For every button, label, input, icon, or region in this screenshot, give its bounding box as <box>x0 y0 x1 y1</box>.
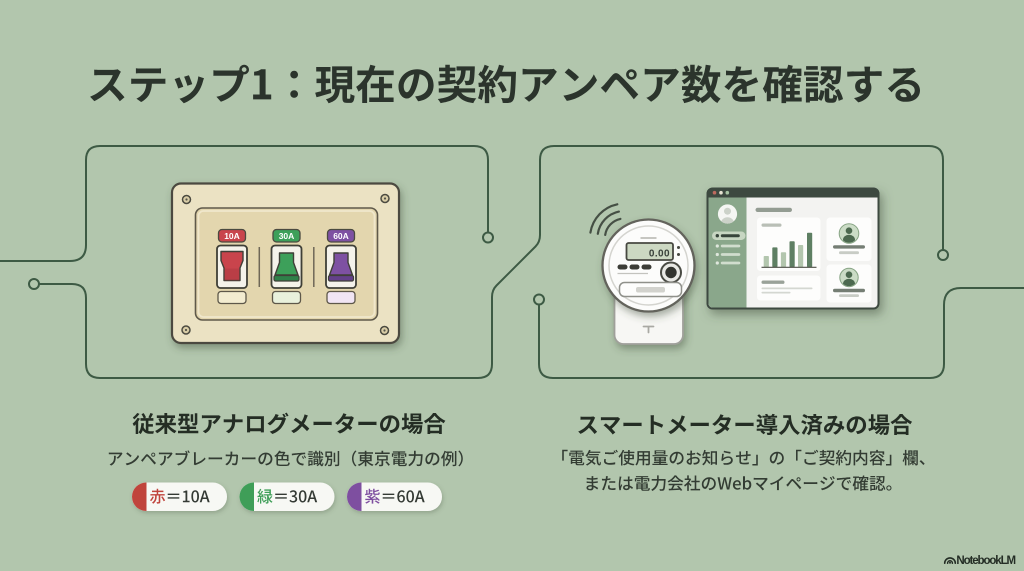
svg-text:NotebookLM: NotebookLM <box>956 555 1015 567</box>
svg-text:60A: 60A <box>333 231 349 241</box>
svg-text:30A: 30A <box>279 231 295 241</box>
svg-text:10A: 10A <box>224 231 240 241</box>
svg-text:0.00: 0.00 <box>649 249 670 260</box>
